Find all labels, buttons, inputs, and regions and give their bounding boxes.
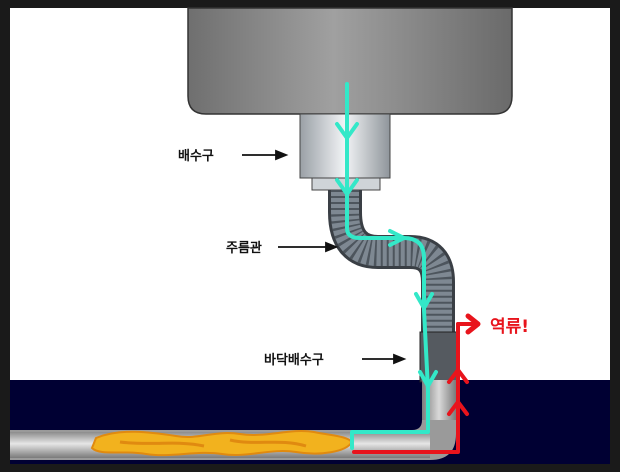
label-floor-drain: 바닥배수구 [264, 352, 324, 368]
grease-buildup [90, 430, 354, 457]
water-flow-arrow [335, 82, 438, 450]
flow-arrowhead-2 [335, 178, 359, 196]
flow-arrowhead-3 [388, 229, 406, 247]
label-pointers [242, 149, 407, 365]
label-backflow: 역류! [490, 317, 529, 337]
flow-arrowhead-4 [414, 292, 434, 310]
backflow-arrowhead-2 [447, 368, 469, 384]
flow-arrowhead-1 [335, 122, 359, 140]
backflow-arrowhead-main [465, 313, 481, 335]
label-drain-outlet: 배수구 [178, 148, 214, 164]
flow-arrowhead-5 [418, 370, 438, 388]
sink-basin [187, 7, 513, 115]
backflow-arrowhead-1 [447, 400, 469, 416]
backflow-arrow [352, 313, 481, 454]
label-corrugated-pipe: 주름관 [226, 240, 262, 256]
